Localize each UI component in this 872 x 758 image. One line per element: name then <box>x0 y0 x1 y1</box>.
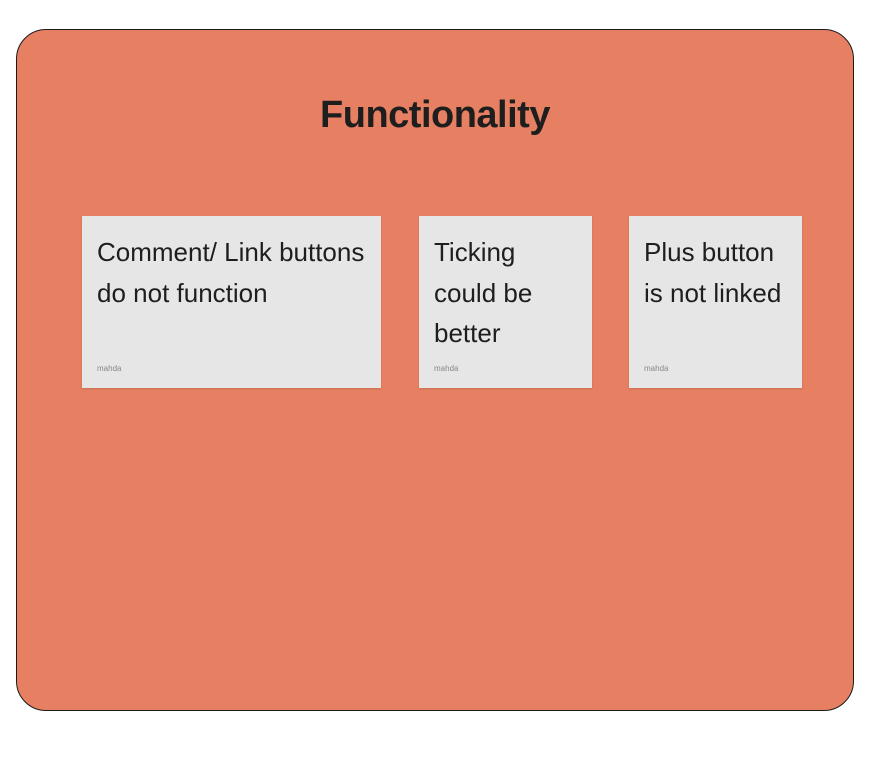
sticky-note-text: Plus button is not linked <box>644 237 782 308</box>
section-title: Functionality <box>320 94 550 136</box>
sticky-note-author: mahda <box>97 364 122 373</box>
sticky-note[interactable]: Plus button is not linked mahda <box>629 216 802 388</box>
sticky-note[interactable]: Comment/ Link buttons do not function ma… <box>82 216 381 388</box>
sticky-note-author: mahda <box>434 364 459 373</box>
sticky-note[interactable]: Ticking could be better mahda <box>419 216 592 388</box>
sticky-note-text: Comment/ Link buttons do not function <box>97 237 365 308</box>
sticky-note-text: Ticking could be better <box>434 237 533 348</box>
functionality-section[interactable]: Functionality Comment/ Link buttons do n… <box>16 29 854 711</box>
sticky-note-author: mahda <box>644 364 669 373</box>
